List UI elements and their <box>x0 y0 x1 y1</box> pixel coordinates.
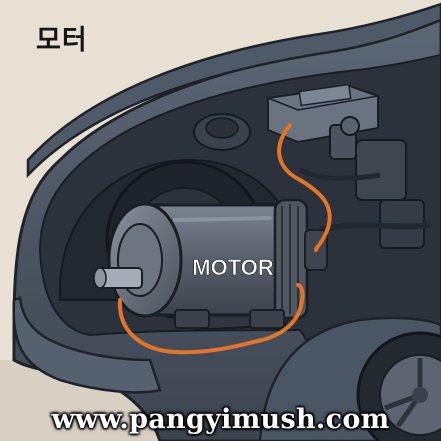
control-box-edge <box>267 95 379 111</box>
motor-foot-left <box>174 309 210 329</box>
watermark-text: www.pangyimush.com <box>51 404 390 435</box>
front-bumper <box>12 296 162 394</box>
rim-center <box>412 387 428 403</box>
engine-pipes <box>298 116 431 249</box>
motor: MOTOR <box>93 198 328 329</box>
caption-title: 모터 <box>36 25 88 56</box>
motor-ribs <box>281 204 299 314</box>
wire-upper <box>277 123 332 252</box>
control-box-top <box>298 83 352 107</box>
motor-label: MOTOR <box>192 255 274 280</box>
motor-shaft-tip <box>93 267 107 289</box>
orange-wires <box>117 123 332 355</box>
wire-lower <box>117 283 305 355</box>
front-wheel-rim <box>379 354 441 436</box>
motor-foot-right <box>249 309 285 329</box>
strut-cap <box>205 117 239 139</box>
motor-highlight <box>173 216 272 222</box>
